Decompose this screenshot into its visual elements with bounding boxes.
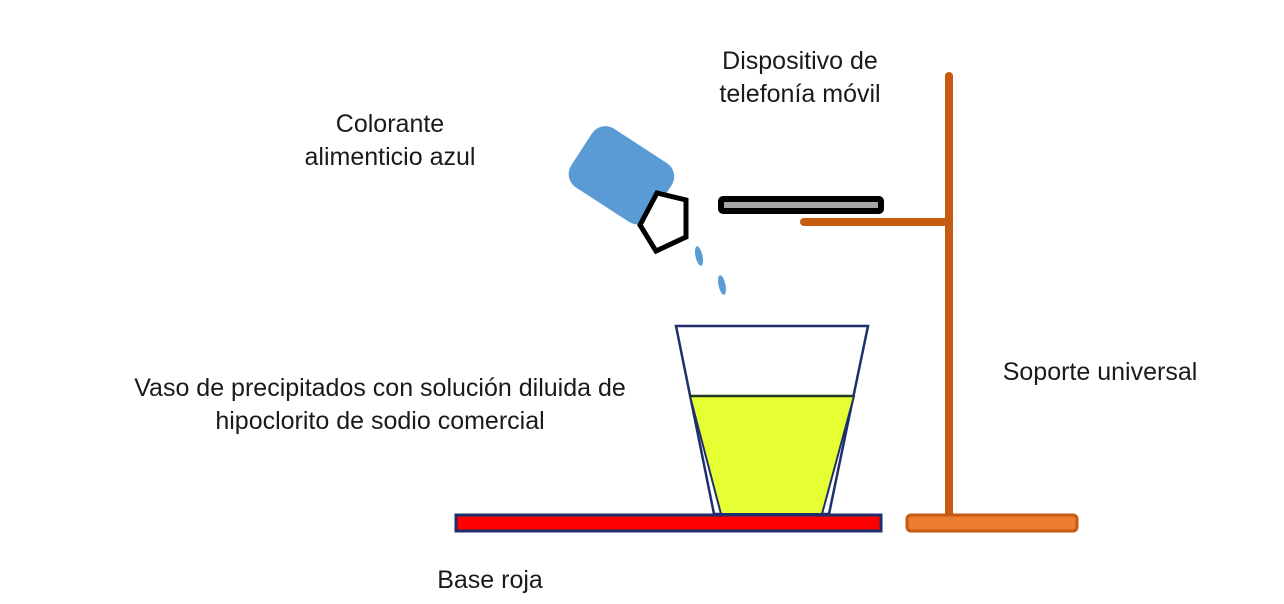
- dye-drop-1: [694, 246, 704, 266]
- bottle-cap: [637, 190, 689, 255]
- stand-clamp-arm: [800, 218, 950, 226]
- stand-base: [905, 513, 1079, 533]
- phone-label-line2: telefonía móvil: [719, 80, 881, 108]
- blue-dye-bottle: [568, 126, 727, 295]
- stand-rod: [945, 72, 953, 520]
- phone-label: Dispositivo de telefonía móvil: [690, 45, 910, 111]
- stand-label: Soporte universal: [980, 356, 1220, 389]
- bottle-body: [568, 126, 675, 225]
- dye-label: Colorante alimenticio azul: [280, 108, 500, 174]
- base-label-line1: Base roja: [437, 566, 543, 594]
- dye-drop-2: [717, 275, 727, 295]
- red-base: [454, 513, 883, 533]
- stand-label-line1: Soporte universal: [1002, 358, 1198, 386]
- beaker: [674, 324, 870, 516]
- phone-label-line1: Dispositivo de: [722, 47, 878, 75]
- phone-screen: [724, 202, 878, 208]
- universal-stand: [800, 72, 1079, 533]
- dye-label-line1: Colorante: [335, 110, 445, 138]
- mobile-phone: [718, 196, 884, 214]
- beaker-label-line2: hipoclorito de sodio comercial: [215, 407, 545, 435]
- base-label: Base roja: [420, 564, 560, 597]
- beaker-label: Vaso de precipitados con solución diluid…: [90, 372, 670, 438]
- beaker-label-line1: Vaso de precipitados con solución diluid…: [134, 374, 626, 402]
- dye-label-line2: alimenticio azul: [304, 143, 476, 171]
